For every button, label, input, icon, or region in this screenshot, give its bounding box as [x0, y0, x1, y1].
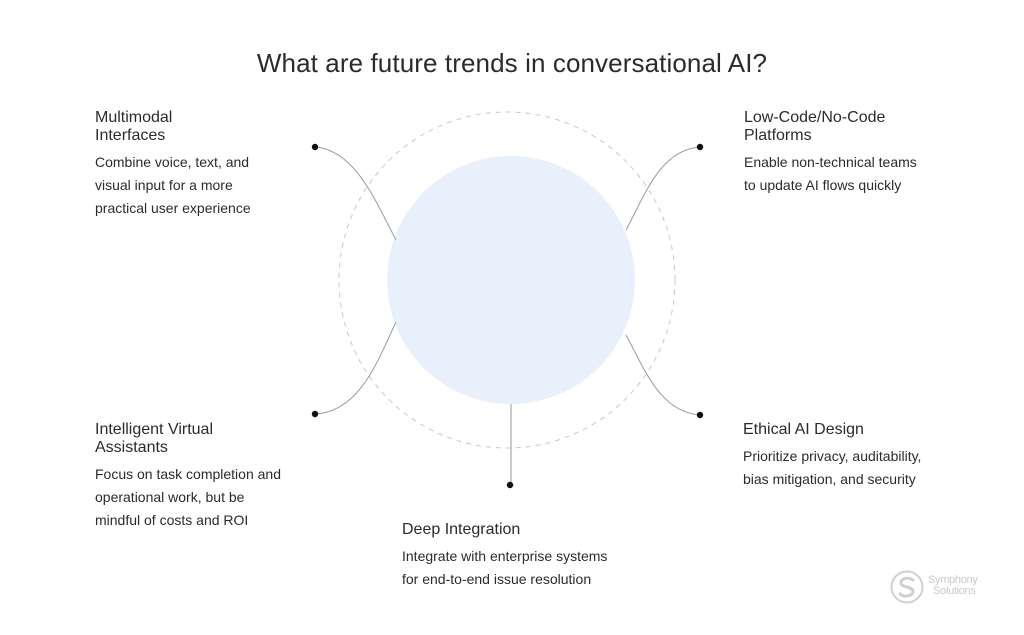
connector-ethical: [625, 334, 701, 416]
dashed-ring: [338, 111, 676, 449]
trend-desc-line: practical user experience: [95, 200, 251, 216]
trend-desc-line: bias mitigation, and security: [743, 471, 916, 487]
symphony-s-logo-icon: [890, 570, 924, 604]
trend-desc-line: Integrate with enterprise systems: [402, 548, 608, 564]
trend-title-ethical: Ethical AI Design: [743, 421, 973, 439]
trend-desc-multimodal: Combine voice, text, and visual input fo…: [95, 151, 325, 220]
dot-integration: [506, 481, 514, 489]
trend-desc-lowcode: Enable non-technical teams to update AI …: [744, 151, 974, 197]
trend-desc-line: mindful of costs and ROI: [95, 512, 249, 528]
center-circle: [387, 156, 635, 404]
trend-assistants: Intelligent Virtual Assistants Focus on …: [95, 421, 325, 532]
trend-title-integration: Deep Integration: [402, 521, 662, 539]
logo-text-line1: Symphony: [928, 574, 978, 586]
trend-lowcode: Low-Code/No-Code Platforms Enable non-te…: [744, 109, 974, 197]
connector-multimodal: [314, 146, 397, 241]
trend-title-line: Ethical AI Design: [743, 421, 864, 438]
logo-text: Symphony Solutions: [928, 575, 978, 597]
dot-assistants: [311, 410, 319, 418]
trend-title-line: Interfaces: [95, 127, 166, 144]
dot-lowcode: [696, 143, 704, 151]
trend-multimodal: Multimodal Interfaces Combine voice, tex…: [95, 109, 325, 220]
trend-title-line: Intelligent Virtual: [95, 421, 213, 438]
trend-title-line: Platforms: [744, 127, 812, 144]
trend-title-assistants: Intelligent Virtual Assistants: [95, 421, 325, 457]
trend-desc-line: Prioritize privacy, auditability,: [743, 448, 922, 464]
trend-integration: Deep Integration Integrate with enterpri…: [402, 521, 662, 591]
trend-desc-line: to update AI flows quickly: [744, 177, 902, 193]
connector-lowcode: [625, 146, 701, 231]
trend-desc-line: Focus on task completion and: [95, 466, 281, 482]
trend-desc-line: visual input for a more: [95, 177, 233, 193]
trend-desc-line: Enable non-technical teams: [744, 154, 917, 170]
dot-ethical: [696, 411, 704, 419]
trend-desc-assistants: Focus on task completion and operational…: [95, 463, 325, 532]
trend-desc-line: operational work, but be: [95, 489, 245, 505]
connector-assistants: [314, 321, 397, 415]
trend-title-multimodal: Multimodal Interfaces: [95, 109, 325, 145]
trend-title-line: Deep Integration: [402, 521, 521, 538]
trend-title-lowcode: Low-Code/No-Code Platforms: [744, 109, 974, 145]
page-title: What are future trends in conversational…: [256, 48, 768, 78]
trend-desc-integration: Integrate with enterprise systems for en…: [402, 545, 662, 591]
trend-ethical: Ethical AI Design Prioritize privacy, au…: [743, 421, 973, 491]
trend-title-line: Assistants: [95, 439, 168, 456]
trend-title-line: Low-Code/No-Code: [744, 109, 886, 126]
trend-title-line: Multimodal: [95, 109, 173, 126]
trend-desc-ethical: Prioritize privacy, auditability, bias m…: [743, 445, 973, 491]
trend-desc-line: for end-to-end issue resolution: [402, 571, 592, 587]
symphony-solutions-logo: Symphony Solutions: [890, 570, 1000, 606]
logo-text-line2: Solutions: [933, 585, 976, 597]
dot-multimodal: [311, 143, 319, 151]
trend-desc-line: Combine voice, text, and: [95, 154, 250, 170]
